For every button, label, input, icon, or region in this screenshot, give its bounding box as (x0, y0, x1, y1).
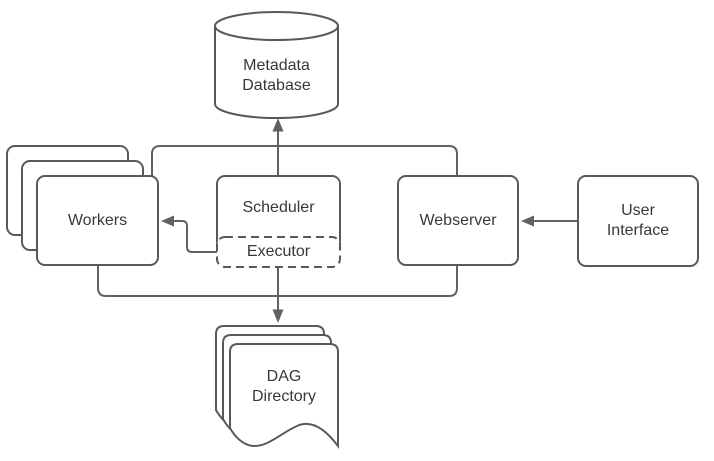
arrowhead-into-workers (161, 215, 174, 227)
cylinder-body (214, 10, 339, 120)
arrowhead-into-dag-directory (272, 309, 284, 323)
user-interface-shape (577, 175, 699, 267)
document-front (229, 343, 339, 449)
edge-top-bus (151, 145, 458, 176)
edge-executor-to-workers (174, 220, 217, 253)
webserver-shape (397, 175, 519, 266)
workers-shape (6, 145, 159, 266)
arrowhead-into-database (272, 118, 284, 132)
arrowhead-into-webserver (521, 215, 534, 227)
executor-shape (216, 236, 341, 268)
metadata-database-shape (214, 10, 339, 120)
cylinder-rim (214, 25, 339, 42)
dag-directory-shape (215, 325, 339, 449)
workers-stack-front (36, 175, 159, 266)
